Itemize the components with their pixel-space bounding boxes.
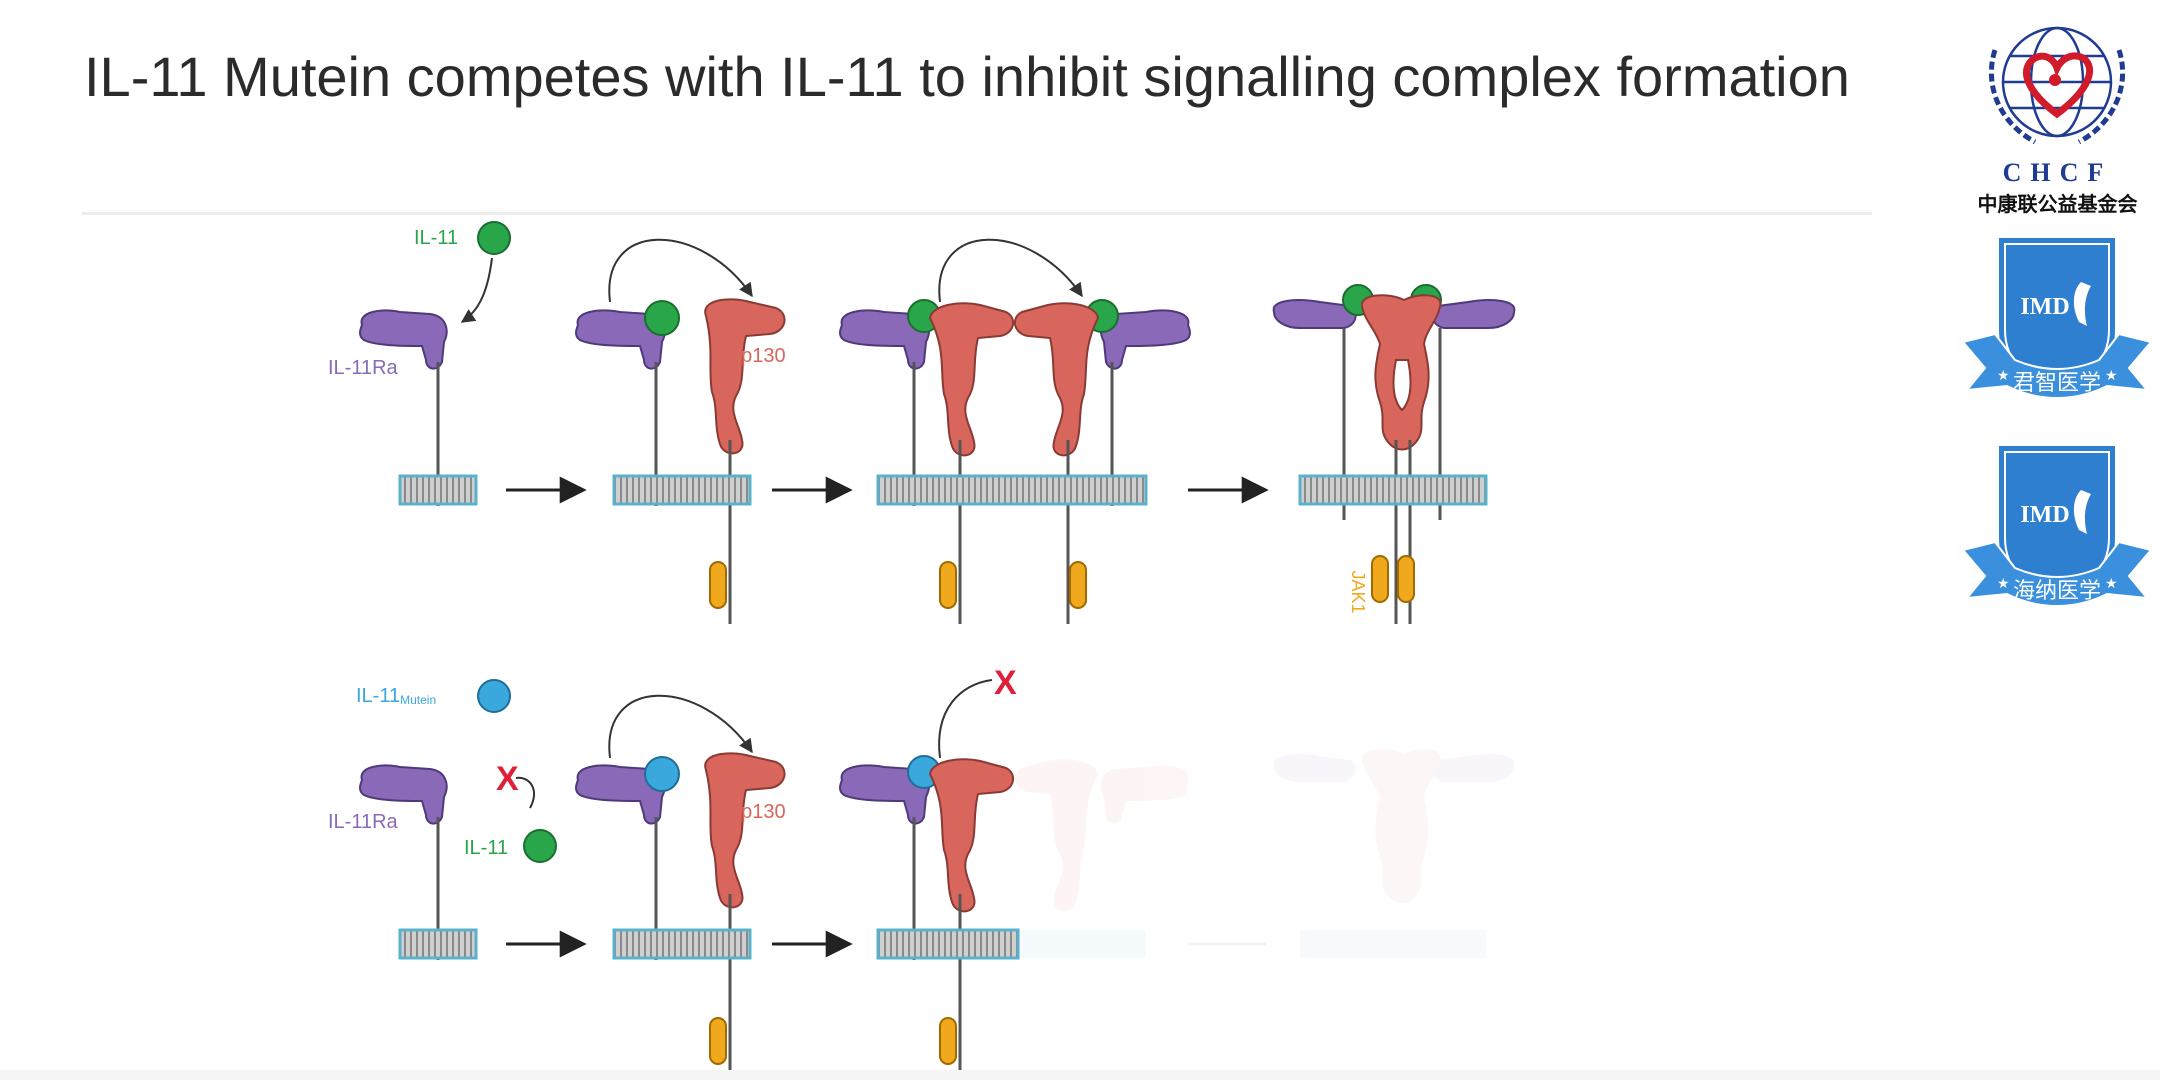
cell-membrane <box>612 474 752 506</box>
il11ra-receptor <box>839 309 931 370</box>
row1-panel-3 <box>839 238 1191 624</box>
il11-ligand <box>523 829 557 863</box>
imd-badge-text: IMD <box>2020 294 2069 320</box>
slide-title: IL-11 Mutein competes with IL-11 to inhi… <box>84 45 1850 108</box>
star-icon: ★ <box>2105 575 2118 591</box>
il11-competitor-label: IL-11 <box>464 837 508 859</box>
row1-panel-1: IL-11 IL-11Ra <box>328 221 511 506</box>
il11ra-receptor <box>575 764 667 825</box>
title-divider <box>82 212 1872 215</box>
gp130-receptor <box>928 758 1015 913</box>
ribbon <box>1961 332 2153 399</box>
jak-kinase <box>939 1017 957 1065</box>
cell-membrane <box>876 474 1148 506</box>
il11ra-receptor <box>1099 309 1191 370</box>
cell-membrane <box>398 928 478 960</box>
chcf-logo <box>1988 26 2126 145</box>
slide: IL-11 Mutein competes with IL-11 to inhi… <box>82 45 1872 215</box>
gp130-label: gp130 <box>730 801 786 823</box>
il11-ligand <box>644 300 680 336</box>
il11ra-label: IL-11Ra <box>328 357 399 379</box>
cell-membrane <box>612 928 752 960</box>
row1-panel-4: JAK1 <box>1272 284 1516 624</box>
imd-badge-1: IMD 君智医学 ★ ★ <box>1961 234 2153 403</box>
jak-kinase <box>1397 555 1415 603</box>
jak-kinase <box>709 561 727 609</box>
row-1: IL-11 IL-11Ra gp130 <box>328 221 1516 624</box>
blocked-arrow <box>515 776 535 809</box>
row2-panel-3: X <box>839 664 1189 1076</box>
jak-kinase <box>1069 561 1087 609</box>
gp130-label: gp130 <box>730 345 786 367</box>
signalling-diagram: IL-11 IL-11Ra gp130 <box>328 221 1516 1076</box>
ribbon-text: 君智医学 <box>2013 371 2101 396</box>
binding-arrow <box>460 257 493 323</box>
bird-icon <box>2073 282 2091 326</box>
il11ra-receptor <box>1272 299 1357 329</box>
row1-panel-2: gp130 <box>575 238 786 624</box>
il11-ligand <box>477 221 511 255</box>
bird-icon <box>2073 490 2091 534</box>
block-mark: X <box>496 760 519 798</box>
recruit-arrow <box>938 238 1083 303</box>
cell-membrane <box>398 474 478 506</box>
recruit-arrow <box>608 694 753 759</box>
mutein-label: IL-11Mutein <box>356 685 436 707</box>
bottom-bar <box>0 1070 2160 1080</box>
il11-label: IL-11 <box>414 227 458 249</box>
blocked-recruit-arrow <box>938 679 993 759</box>
row2-panel-4-faded <box>1188 749 1515 958</box>
il11ra-label: IL-11Ra <box>328 811 399 833</box>
imd-badge-text: IMD <box>2020 502 2069 528</box>
row-2: IL-11Mutein IL-11Ra X IL-11 gp130 <box>328 664 1515 1076</box>
jak-kinase <box>939 561 957 609</box>
imd-badge-2: IMD 海纳医学 ★ ★ <box>1961 442 2153 611</box>
jak-kinase <box>1371 555 1389 603</box>
cell-membrane <box>876 928 1020 960</box>
ribbon-text: 海纳医学 <box>2013 579 2101 604</box>
chcf-letters: CHCF <box>2002 158 2113 187</box>
star-icon: ★ <box>1997 575 2010 591</box>
gp130-dimer <box>1361 294 1442 451</box>
cell-membrane <box>1298 474 1488 506</box>
il11-mutein-ligand <box>477 679 511 713</box>
il11ra-receptor <box>1431 299 1516 329</box>
il11-mutein-ligand <box>644 756 680 792</box>
il11ra-receptor <box>359 309 448 370</box>
il11ra-receptor <box>575 309 667 370</box>
gp130-receptor <box>704 298 786 455</box>
ribbon <box>1961 540 2153 607</box>
recruit-arrow <box>608 238 753 303</box>
star-icon: ★ <box>2105 367 2118 383</box>
jak-kinase <box>709 1017 727 1065</box>
gp130-receptor <box>1013 302 1100 457</box>
gp130-receptor <box>704 752 786 909</box>
il11ra-receptor <box>839 764 931 825</box>
block-mark: X <box>994 664 1017 702</box>
jak1-label: JAK1 <box>1348 570 1368 613</box>
chcf-chinese-name: 中康联公益基金会 <box>1977 192 2138 216</box>
faded-complex <box>1014 759 1189 958</box>
il11ra-receptor <box>359 764 448 825</box>
gp130-receptor <box>928 302 1015 457</box>
row2-panel-2: gp130 <box>575 694 786 1076</box>
star-icon: ★ <box>1997 367 2010 383</box>
row2-panel-1: IL-11Mutein IL-11Ra X IL-11 <box>328 679 557 960</box>
